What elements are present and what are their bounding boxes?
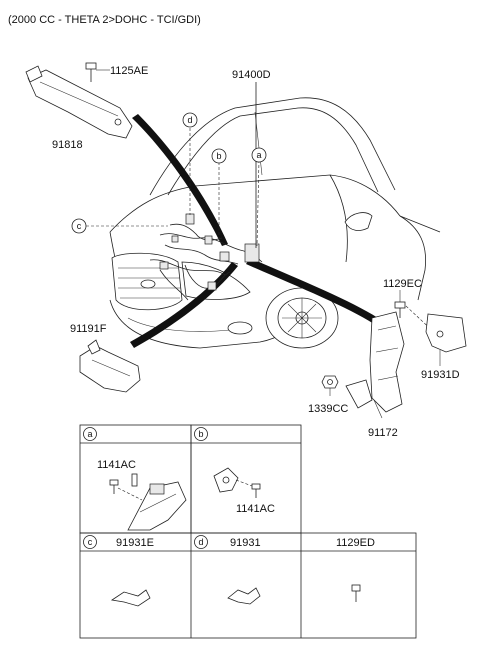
label-cell-a-1141AC: 1141AC — [97, 459, 136, 471]
svg-text:a: a — [87, 429, 92, 439]
bolt-1125AE — [85, 62, 97, 82]
table-cell-e: 1129ED — [336, 537, 375, 602]
label-91931E: 91931E — [116, 537, 154, 549]
bracket-91931D — [425, 313, 467, 353]
bracket-91191F — [79, 339, 141, 393]
label-1129ED: 1129ED — [336, 537, 375, 549]
table-cell-c: c 91931E — [83, 535, 154, 607]
harness-swoosh-shapes — [130, 114, 378, 348]
car-illustration — [109, 97, 441, 349]
label-1129EC: 1129EC — [383, 278, 422, 290]
svg-text:c: c — [77, 221, 82, 231]
bracket-91931E — [110, 589, 151, 607]
table-cell-a: a 1141AC — [83, 427, 187, 531]
svg-text:c: c — [88, 537, 93, 547]
bracket-91818 — [25, 65, 133, 139]
label-cell-b-1141AC: 1141AC — [236, 503, 275, 515]
bolt-1129ED — [351, 584, 361, 602]
svg-text:b: b — [216, 151, 221, 161]
engine-spec-header: (2000 CC - THETA 2>DOHC - TCI/GDI) — [8, 14, 201, 26]
label-91818: 91818 — [52, 139, 83, 151]
main-wiring-harness — [149, 213, 263, 301]
svg-text:b: b — [198, 429, 203, 439]
leader-lines — [86, 69, 441, 419]
label-91931D: 91931D — [421, 369, 460, 381]
table-cell-d: d 91931 — [194, 535, 261, 605]
label-91400D: 91400D — [232, 69, 271, 81]
svg-text:d: d — [198, 537, 203, 547]
label-1339CC: 1339CC — [308, 403, 348, 415]
parts-table — [79, 424, 417, 639]
label-91191F: 91191F — [70, 323, 107, 335]
svg-text:a: a — [256, 150, 261, 160]
harness-clip-a — [109, 473, 187, 531]
bracket-91931 — [227, 587, 261, 605]
label-1125AE: 1125AE — [110, 65, 148, 77]
label-91931: 91931 — [230, 537, 261, 549]
nut-1339CC — [321, 375, 339, 389]
marker-c: c — [71, 218, 87, 234]
marker-a: a — [251, 147, 267, 163]
bracket-91172 — [345, 311, 405, 413]
table-cell-b: b 1141AC — [194, 427, 275, 515]
svg-text:d: d — [187, 115, 192, 125]
marker-d: d — [182, 112, 198, 128]
bolt-1129EC — [394, 301, 406, 318]
harness-clip-b — [213, 467, 261, 498]
label-91172: 91172 — [368, 427, 398, 439]
marker-b: b — [211, 148, 227, 164]
